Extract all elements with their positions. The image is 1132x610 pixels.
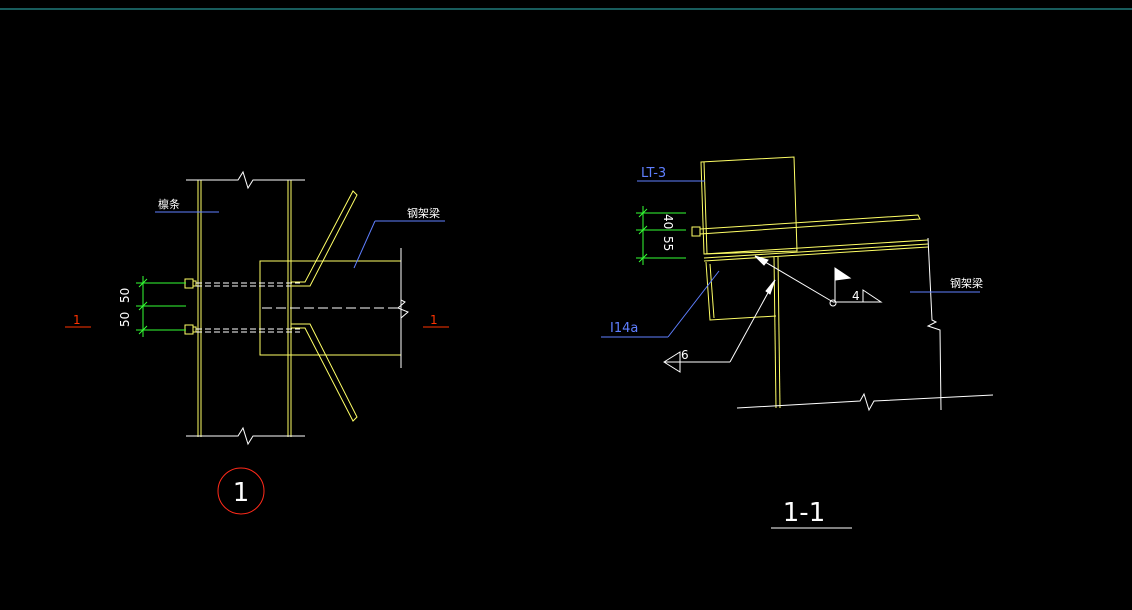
section-title-group: 1-1 bbox=[771, 498, 852, 529]
dimension-lines-right bbox=[636, 206, 686, 265]
weld-size-6: 6 bbox=[681, 348, 689, 362]
bolt-top bbox=[184, 278, 300, 289]
steel-beam-label-left: 钢架梁 bbox=[407, 206, 440, 220]
beam-outline bbox=[259, 248, 409, 368]
purlin-label-group: 檩条 bbox=[155, 197, 219, 213]
section-mark-left: 1 bbox=[73, 313, 81, 327]
section-title: 1-1 bbox=[783, 498, 825, 528]
beam-top-flange bbox=[703, 239, 929, 262]
dim-55: 55 bbox=[661, 236, 675, 251]
beam-right-break bbox=[926, 237, 942, 411]
detail-number: 1 bbox=[233, 478, 250, 508]
dimension-lines-left bbox=[136, 276, 186, 337]
lt3-box bbox=[700, 156, 798, 255]
lt3-label-group: LT-3 bbox=[637, 166, 705, 182]
section-mark-right-group: 1 bbox=[423, 313, 449, 328]
diagonal-plates bbox=[291, 190, 358, 422]
weld-size-4: 4 bbox=[852, 289, 860, 303]
section-1-1-view: 4 6 LT-3 I14a 钢架梁 40 55 bbox=[601, 156, 994, 529]
section-mark-right: 1 bbox=[430, 313, 438, 327]
section-mark-left-group: 1 bbox=[65, 313, 91, 328]
dim-label-top: 50 bbox=[118, 288, 132, 303]
bolt-bottom bbox=[184, 324, 300, 335]
detail-number-circle: 1 bbox=[217, 467, 265, 515]
beam-web bbox=[773, 256, 781, 409]
weld-leaders bbox=[663, 255, 883, 373]
steel-beam-label-left-group: 钢架梁 bbox=[353, 206, 445, 269]
lt3-label: LT-3 bbox=[641, 166, 666, 181]
tie-rod bbox=[691, 214, 921, 237]
detail-1-view: 50 50 檩条 钢架梁 1 1 1 bbox=[65, 170, 449, 515]
steel-beam-label-right-group: 钢架梁 bbox=[910, 276, 983, 293]
dim-40: 40 bbox=[661, 214, 675, 229]
i14a-label: I14a bbox=[610, 321, 638, 336]
i14a-label-group: I14a bbox=[601, 270, 720, 338]
dim-label-bottom: 50 bbox=[118, 312, 132, 327]
steel-beam-label-right: 钢架梁 bbox=[950, 276, 983, 290]
purlin-label: 檩条 bbox=[158, 197, 180, 211]
beam-bottom-break bbox=[736, 392, 994, 412]
break-lines bbox=[186, 170, 305, 446]
